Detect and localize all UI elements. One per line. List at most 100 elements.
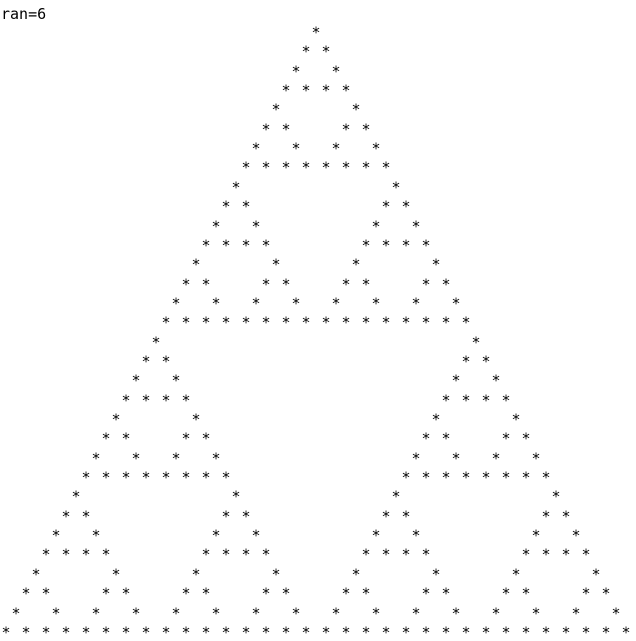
asterisk-glyph: *	[261, 158, 271, 177]
asterisk-glyph: *	[461, 352, 471, 371]
asterisk-glyph: *	[371, 139, 381, 158]
asterisk-glyph: *	[61, 623, 71, 641]
asterisk-glyph: *	[301, 623, 311, 641]
asterisk-glyph: *	[481, 468, 491, 487]
asterisk-glyph: *	[381, 507, 391, 526]
asterisk-glyph: *	[361, 623, 371, 641]
asterisk-glyph: *	[341, 158, 351, 177]
asterisk-glyph: *	[261, 584, 271, 603]
asterisk-glyph: *	[381, 158, 391, 177]
asterisk-glyph: *	[421, 584, 431, 603]
asterisk-glyph: *	[191, 410, 201, 429]
asterisk-glyph: *	[251, 604, 261, 622]
asterisk-glyph: *	[81, 545, 91, 564]
asterisk-glyph: *	[381, 236, 391, 255]
asterisk-glyph: *	[451, 449, 461, 468]
asterisk-glyph: *	[91, 604, 101, 622]
asterisk-glyph: *	[401, 468, 411, 487]
asterisk-glyph: *	[271, 100, 281, 119]
asterisk-glyph: *	[451, 371, 461, 390]
asterisk-glyph: *	[421, 429, 431, 448]
asterisk-glyph: *	[241, 197, 251, 216]
asterisk-glyph: *	[481, 352, 491, 371]
asterisk-glyph: *	[291, 139, 301, 158]
asterisk-glyph: *	[191, 255, 201, 274]
asterisk-glyph: *	[421, 236, 431, 255]
asterisk-glyph: *	[131, 449, 141, 468]
asterisk-glyph: *	[241, 158, 251, 177]
asterisk-glyph: *	[441, 313, 451, 332]
asterisk-glyph: *	[301, 42, 311, 61]
asterisk-glyph: *	[401, 236, 411, 255]
asterisk-glyph: *	[221, 468, 231, 487]
asterisk-glyph: *	[571, 526, 581, 545]
asterisk-glyph: *	[321, 81, 331, 100]
asterisk-glyph: *	[41, 584, 51, 603]
asterisk-glyph: *	[371, 604, 381, 622]
asterisk-glyph: *	[341, 275, 351, 294]
asterisk-glyph: *	[401, 623, 411, 641]
asterisk-glyph: *	[381, 197, 391, 216]
asterisk-glyph: *	[431, 565, 441, 584]
asterisk-glyph: *	[11, 604, 21, 622]
asterisk-glyph: *	[471, 333, 481, 352]
asterisk-glyph: *	[251, 526, 261, 545]
asterisk-glyph: *	[361, 120, 371, 139]
asterisk-glyph: *	[61, 507, 71, 526]
asterisk-glyph: *	[621, 623, 631, 641]
asterisk-glyph: *	[521, 429, 531, 448]
asterisk-glyph: *	[341, 584, 351, 603]
asterisk-glyph: *	[111, 410, 121, 429]
asterisk-glyph: *	[201, 429, 211, 448]
asterisk-glyph: *	[101, 468, 111, 487]
asterisk-glyph: *	[501, 429, 511, 448]
asterisk-glyph: *	[391, 178, 401, 197]
asterisk-glyph: *	[251, 217, 261, 235]
asterisk-glyph: *	[261, 236, 271, 255]
asterisk-glyph: *	[551, 487, 561, 506]
asterisk-glyph: *	[181, 584, 191, 603]
asterisk-glyph: *	[431, 410, 441, 429]
asterisk-glyph: *	[421, 468, 431, 487]
asterisk-glyph: *	[401, 545, 411, 564]
ran-output-line: ran=6	[1, 5, 47, 23]
asterisk-glyph: *	[601, 584, 611, 603]
asterisk-glyph: *	[301, 81, 311, 100]
asterisk-glyph: *	[101, 584, 111, 603]
asterisk-glyph: *	[331, 139, 341, 158]
asterisk-glyph: *	[581, 545, 591, 564]
asterisk-glyph: *	[361, 275, 371, 294]
asterisk-glyph: *	[261, 545, 271, 564]
asterisk-glyph: *	[121, 623, 131, 641]
asterisk-glyph: *	[251, 294, 261, 313]
asterisk-glyph: *	[501, 623, 511, 641]
asterisk-glyph: *	[441, 468, 451, 487]
asterisk-glyph: *	[71, 487, 81, 506]
asterisk-glyph: *	[121, 391, 131, 410]
asterisk-glyph: *	[291, 62, 301, 81]
asterisk-glyph: *	[101, 545, 111, 564]
asterisk-glyph: *	[91, 526, 101, 545]
asterisk-glyph: *	[301, 313, 311, 332]
asterisk-glyph: *	[251, 139, 261, 158]
asterisk-glyph: *	[91, 449, 101, 468]
asterisk-glyph: *	[221, 197, 231, 216]
asterisk-glyph: *	[431, 255, 441, 274]
asterisk-glyph: *	[441, 623, 451, 641]
asterisk-glyph: *	[1, 623, 11, 641]
asterisk-glyph: *	[281, 313, 291, 332]
asterisk-glyph: *	[41, 623, 51, 641]
asterisk-glyph: *	[161, 352, 171, 371]
asterisk-glyph: *	[321, 623, 331, 641]
asterisk-glyph: *	[341, 81, 351, 100]
asterisk-glyph: *	[131, 371, 141, 390]
asterisk-glyph: *	[81, 623, 91, 641]
asterisk-glyph: *	[221, 545, 231, 564]
asterisk-glyph: *	[181, 313, 191, 332]
asterisk-glyph: *	[261, 275, 271, 294]
asterisk-glyph: *	[421, 275, 431, 294]
asterisk-glyph: *	[561, 623, 571, 641]
asterisk-glyph: *	[201, 584, 211, 603]
asterisk-glyph: *	[181, 468, 191, 487]
asterisk-glyph: *	[361, 313, 371, 332]
